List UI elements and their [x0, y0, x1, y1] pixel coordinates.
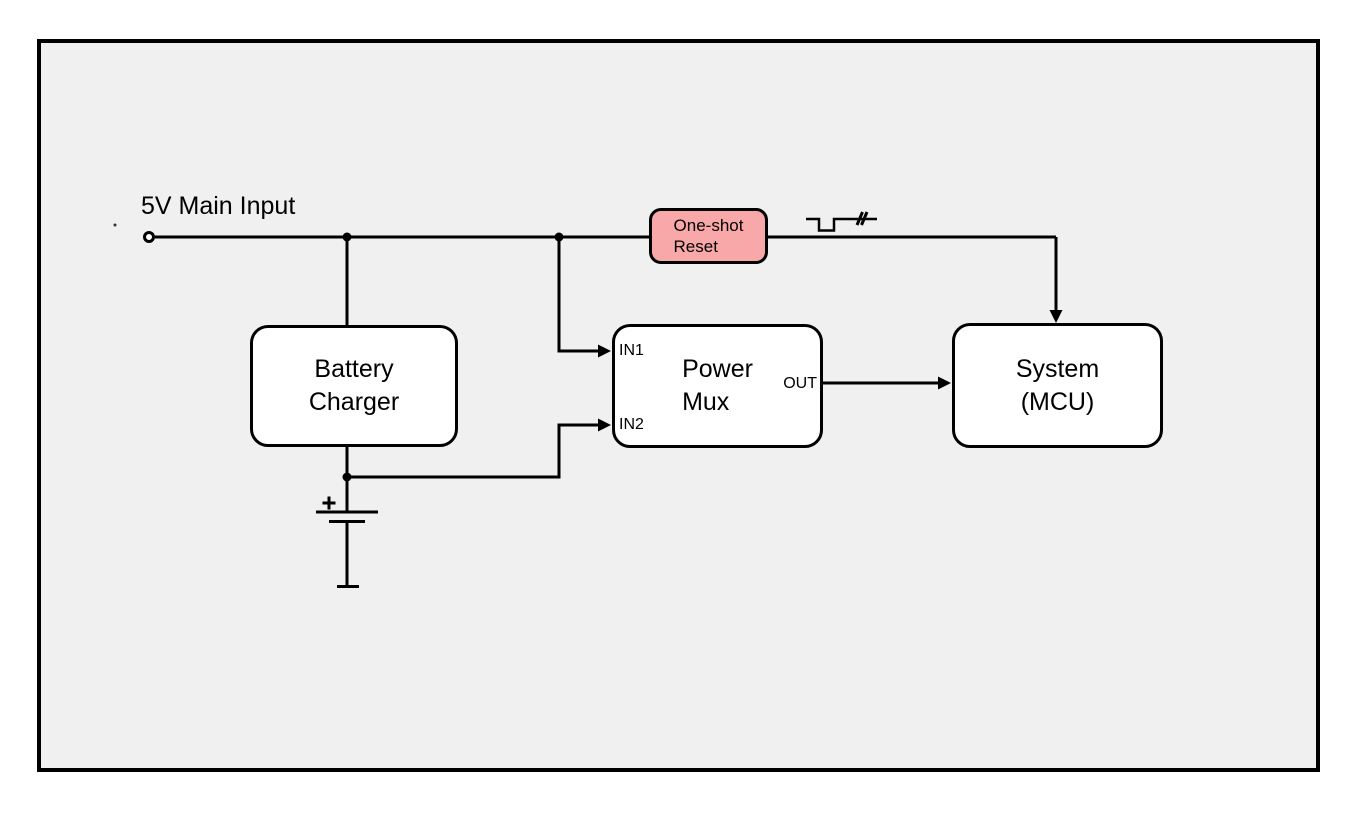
arrowhead-in2 [598, 418, 611, 432]
pulse-waveform-icon [806, 211, 877, 232]
system-mcu-label-line2: (MCU) [1020, 387, 1095, 416]
pin-label-out: OUT [783, 375, 817, 392]
battery-to-in2-wire [345, 423, 599, 479]
arrowhead-system-top [1049, 310, 1063, 323]
power-mux-label-line1: Power [682, 355, 753, 383]
power-mux-label-line2: Mux [682, 388, 730, 416]
battery-charger-label: Battery Charger [309, 353, 399, 419]
stray-dot [113, 223, 117, 227]
battery-charger-block: Battery Charger [250, 325, 458, 447]
power-mux-block: IN1 IN2 OUT Power Mux [612, 324, 823, 448]
input-terminal-icon [143, 231, 155, 243]
arrowhead-in1 [598, 344, 611, 358]
system-mcu-block: System (MCU) [952, 323, 1163, 448]
battery-charger-label-line1: Battery [314, 355, 394, 383]
one-shot-reset-block: One-shot Reset [649, 208, 768, 264]
power-mux-label: Power Mux [682, 353, 753, 419]
system-mcu-label-line1: System [1015, 354, 1100, 383]
junction-dot [342, 232, 352, 242]
one-shot-reset-label-line2: Reset [673, 237, 718, 256]
rail-to-in1-wire [557, 237, 599, 353]
one-shot-reset-label-line1: One-shot [673, 216, 744, 235]
plus-sign-icon [322, 496, 336, 510]
one-shot-reset-label: One-shot Reset [674, 215, 744, 257]
system-mcu-label: System (MCU) [1016, 353, 1099, 419]
arrowhead-out [938, 376, 951, 390]
battery-icon [316, 477, 378, 588]
pin-label-in2: IN2 [619, 416, 644, 433]
junction-dot [554, 232, 564, 242]
pin-label-in1: IN1 [619, 342, 644, 359]
battery-charger-label-line2: Charger [308, 388, 400, 416]
input-rail-label: 5V Main Input [141, 192, 296, 220]
